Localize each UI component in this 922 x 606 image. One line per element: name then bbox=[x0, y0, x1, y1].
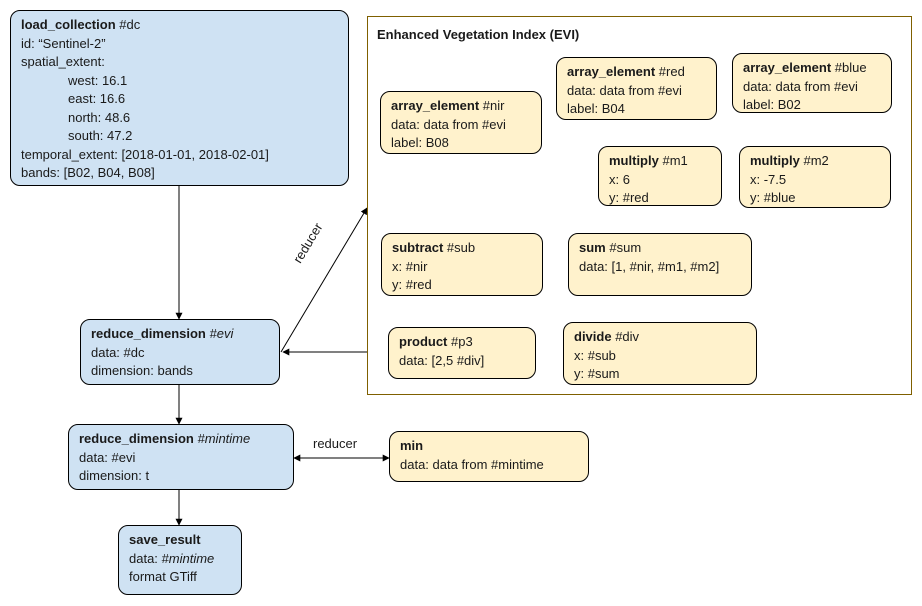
node-save-result[interactable]: save_result data: #mintime format GTiff bbox=[118, 525, 242, 595]
node-load-collection[interactable]: load_collection #dc id: “Sentinel-2” spa… bbox=[10, 10, 349, 186]
node-reduce-dimension-evi[interactable]: reduce_dimension #evi data: #dc dimensio… bbox=[80, 319, 280, 385]
node-line: data: bbox=[129, 550, 162, 566]
node-name: min bbox=[400, 438, 424, 453]
node-name: array_element bbox=[743, 60, 832, 75]
node-line: id: “Sentinel-2” bbox=[21, 35, 106, 51]
node-line: data: data from #evi bbox=[391, 116, 506, 132]
node-line: data: #evi bbox=[79, 449, 136, 465]
node-name: array_element bbox=[567, 64, 656, 79]
evi-group-title: Enhanced Vegetation Index (EVI) bbox=[377, 27, 580, 42]
node-line: data: #dc bbox=[91, 344, 145, 360]
node-name: subtract bbox=[392, 240, 444, 255]
node-ref: #blue bbox=[834, 60, 867, 75]
node-name: save_result bbox=[129, 532, 201, 547]
node-line: x: #nir bbox=[392, 258, 428, 274]
node-array-element-red[interactable]: array_element #red data: data from #evi … bbox=[556, 57, 717, 120]
node-line: x: #sub bbox=[574, 347, 616, 363]
node-name: array_element bbox=[391, 98, 480, 113]
node-line: x: -7.5 bbox=[750, 171, 787, 187]
edge-evi-to-group bbox=[280, 207, 368, 353]
node-line: east: 16.6 bbox=[68, 91, 126, 106]
node-name: reduce_dimension bbox=[79, 431, 194, 446]
node-divide-div[interactable]: divide #div x: #sub y: #sum bbox=[563, 322, 757, 385]
node-ref: #mintime bbox=[197, 431, 251, 446]
node-reduce-dimension-mintime[interactable]: reduce_dimension #mintime data: #evi dim… bbox=[68, 424, 294, 490]
node-line: data: data from #evi bbox=[743, 78, 858, 94]
node-multiply-m2[interactable]: multiply #m2 x: -7.5 y: #blue bbox=[739, 146, 891, 208]
node-ref: #m1 bbox=[662, 153, 688, 168]
node-line: y: #blue bbox=[750, 190, 796, 205]
node-line: dimension: bands bbox=[91, 363, 193, 378]
node-line: label: B02 bbox=[743, 97, 801, 112]
node-name: divide bbox=[574, 329, 612, 344]
node-name: reduce_dimension bbox=[91, 326, 206, 341]
node-line: data: [1, #nir, #m1, #m2] bbox=[579, 258, 720, 274]
node-line: y: #red bbox=[392, 277, 432, 292]
node-name: product bbox=[399, 334, 448, 349]
node-line: temporal_extent: [2018-01-01, 2018-02-01… bbox=[21, 146, 269, 162]
node-min[interactable]: min data: data from #mintime bbox=[389, 431, 589, 482]
node-line: west: 16.1 bbox=[68, 72, 128, 88]
node-line: spatial_extent: bbox=[21, 54, 105, 69]
node-line: data: data from #evi bbox=[567, 82, 682, 98]
node-line-ref: #mintime bbox=[161, 550, 215, 566]
node-ref: #p3 bbox=[451, 334, 473, 349]
node-line: format GTiff bbox=[129, 569, 197, 584]
node-ref: #sub bbox=[446, 240, 476, 255]
node-line: north: 48.6 bbox=[68, 109, 131, 125]
node-ref: #div bbox=[615, 329, 640, 344]
node-ref: #nir bbox=[482, 98, 505, 113]
node-name: multiply bbox=[609, 153, 659, 168]
node-product-p3[interactable]: product #p3 data: [2,5 #div] bbox=[388, 327, 536, 379]
node-ref: #evi bbox=[209, 326, 234, 341]
node-line: south: 47.2 bbox=[68, 128, 133, 143]
node-ref: #sum bbox=[609, 240, 642, 255]
node-line: data: data from #mintime bbox=[400, 456, 544, 472]
node-line: label: B04 bbox=[567, 101, 625, 116]
node-line: label: B08 bbox=[391, 135, 449, 150]
node-line: dimension: t bbox=[79, 468, 150, 483]
node-ref: #dc bbox=[119, 17, 141, 32]
node-ref: #m2 bbox=[803, 153, 829, 168]
node-line: data: [2,5 #div] bbox=[399, 352, 485, 368]
node-sum-sum[interactable]: sum #sum data: [1, #nir, #m1, #m2] bbox=[568, 233, 752, 296]
node-line: x: 6 bbox=[609, 171, 630, 187]
node-line: y: #red bbox=[609, 190, 649, 205]
node-name: multiply bbox=[750, 153, 800, 168]
node-multiply-m1[interactable]: multiply #m1 x: 6 y: #red bbox=[598, 146, 722, 206]
node-line: y: #sum bbox=[574, 366, 620, 381]
node-ref: #red bbox=[658, 64, 685, 79]
node-name: sum bbox=[579, 240, 606, 255]
edge-label-reducer-mintime: reducer bbox=[313, 436, 358, 451]
node-array-element-blue[interactable]: array_element #blue data: data from #evi… bbox=[732, 53, 892, 113]
node-subtract-sub[interactable]: subtract #sub x: #nir y: #red bbox=[381, 233, 543, 296]
node-name: load_collection bbox=[21, 17, 116, 32]
node-array-element-nir[interactable]: array_element #nir data: data from #evi … bbox=[380, 91, 542, 154]
node-line: bands: [B02, B04, B08] bbox=[21, 165, 155, 180]
